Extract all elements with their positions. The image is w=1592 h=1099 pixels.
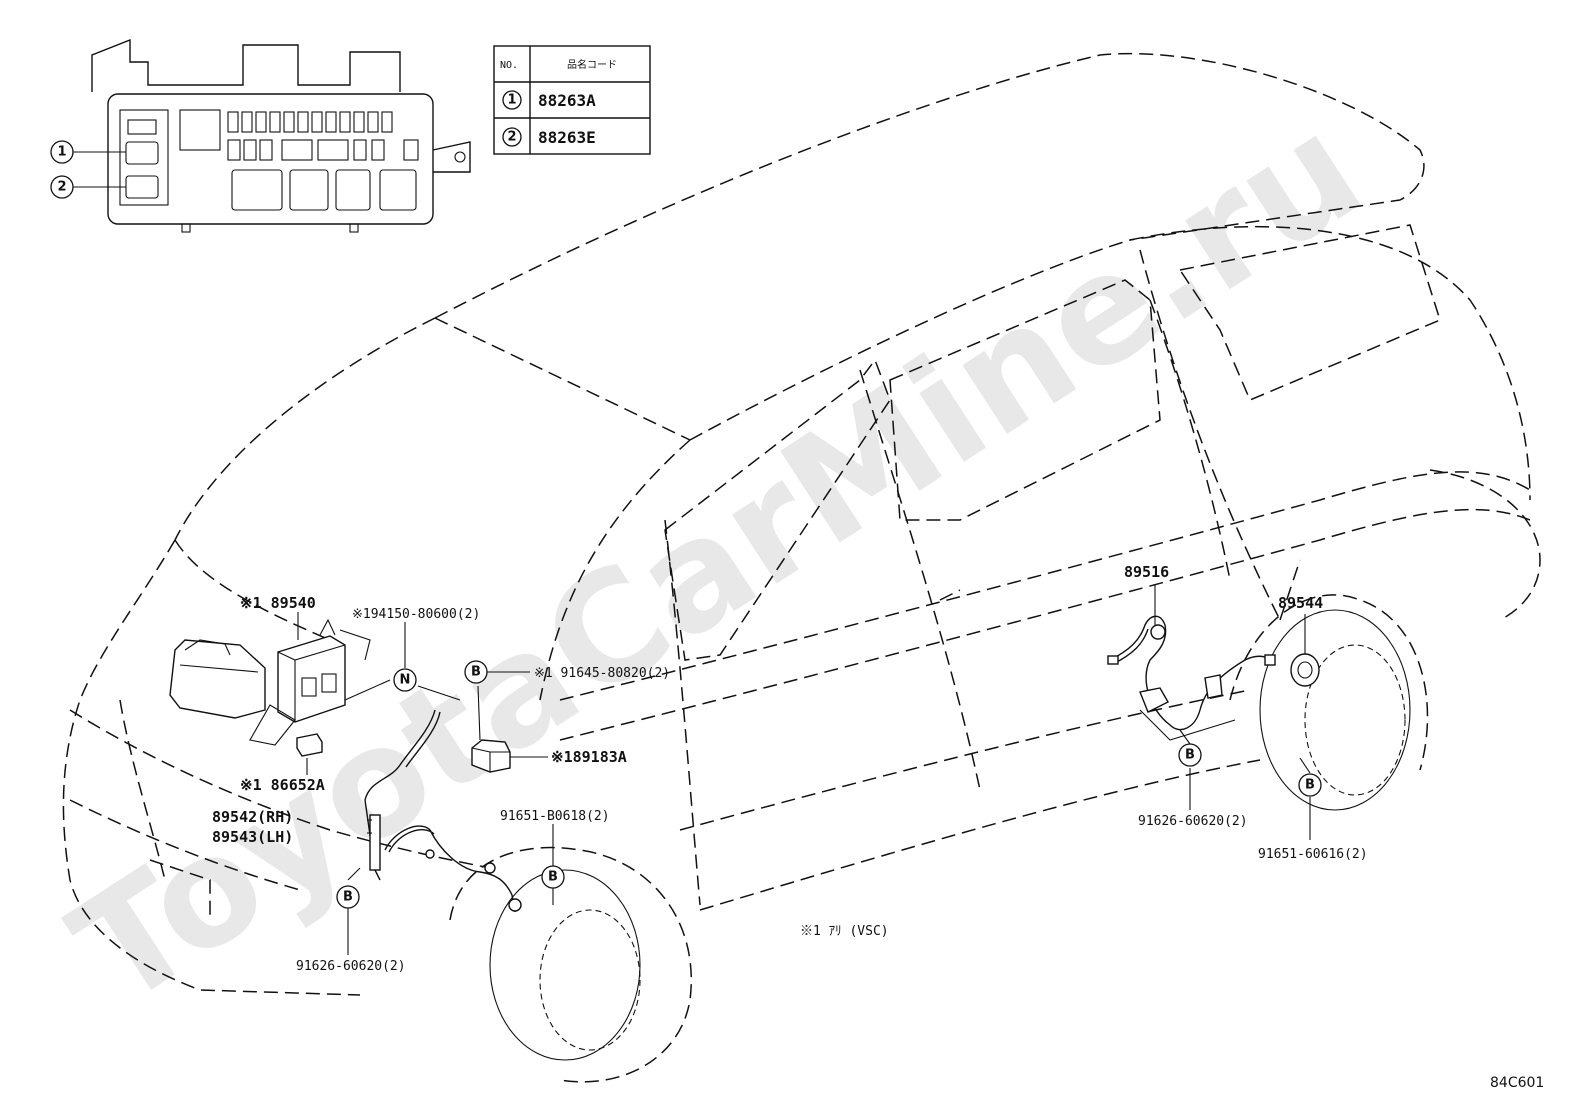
fuse-callout-2: 2 [50,175,126,199]
marker-b-3: B [336,885,360,909]
fuse-callout-1-label: 1 [57,145,66,160]
marker-b-4: B [1178,743,1202,767]
figure-code: 84C601 [1490,1075,1544,1091]
part-label-91626-60620-front: 91626-60620(2) [296,959,406,974]
fuse-callout-1: 1 [50,140,126,164]
marker-n-label: N [400,673,411,688]
part-label-89540: ※1 89540 [240,594,316,612]
fuse-callout-2-label: 2 [57,180,66,195]
part-label-86652a: ※1 86652A [240,776,325,794]
part-label-194150-80600: ※194150-80600(2) [352,607,480,622]
legend-header-code: 品名コード [567,58,617,71]
part-label-89516: 89516 [1124,563,1169,581]
marker-n: N [393,668,417,692]
part-label-89542-rh: 89542(RH) [212,808,293,826]
legend-row1-no: 1 [507,93,516,108]
part-label-91645-80820: ※1 91645-80820(2) [534,666,670,681]
legend-row2-code: 88263E [538,128,596,147]
marker-b-1-label: B [471,665,481,680]
part-label-91651-b0618: 91651-B0618(2) [500,809,610,824]
front-sensor-harness-illustration [364,709,522,913]
vehicle-outline [62,52,1541,1083]
legend-row2-no: 2 [507,130,516,145]
part-label-189183a: ※189183A [551,748,627,766]
watermark: ToyotaCarMine.ru [45,82,1391,1040]
marker-b-1: B [464,660,488,684]
rear-sensor-harness-illustration [1107,615,1276,741]
leader-lines [297,584,1311,955]
part-label-91651-60616: 91651-60616(2) [1258,847,1368,862]
bearing-89544-illustration [1290,653,1320,687]
marker-b-2: B [541,865,565,889]
legend-table: NO. 品名コード 1 88263A 2 88263E [493,45,651,155]
marker-b-3-label: B [343,890,353,905]
legend-row1-code: 88263A [538,91,596,110]
part-label-89543-lh: 89543(LH) [212,828,293,846]
marker-b-5-label: B [1305,778,1315,793]
part-label-91626-60620-rear: 91626-60620(2) [1138,814,1248,829]
actuator-illustration [169,639,266,719]
part-label-89544: 89544 [1278,594,1323,612]
relay-block-illustration [91,38,471,233]
marker-b-5: B [1298,773,1322,797]
footnote-vsc: ※1 ｱﾘ (VSC) [800,924,889,939]
sensor-189183a-illustration [471,739,511,773]
relay-86652a-illustration [296,733,323,757]
legend-header-no: NO. [500,60,518,71]
marker-b-2-label: B [548,870,558,885]
marker-b-4-label: B [1185,748,1195,763]
ecu-89540-illustration [249,618,371,746]
